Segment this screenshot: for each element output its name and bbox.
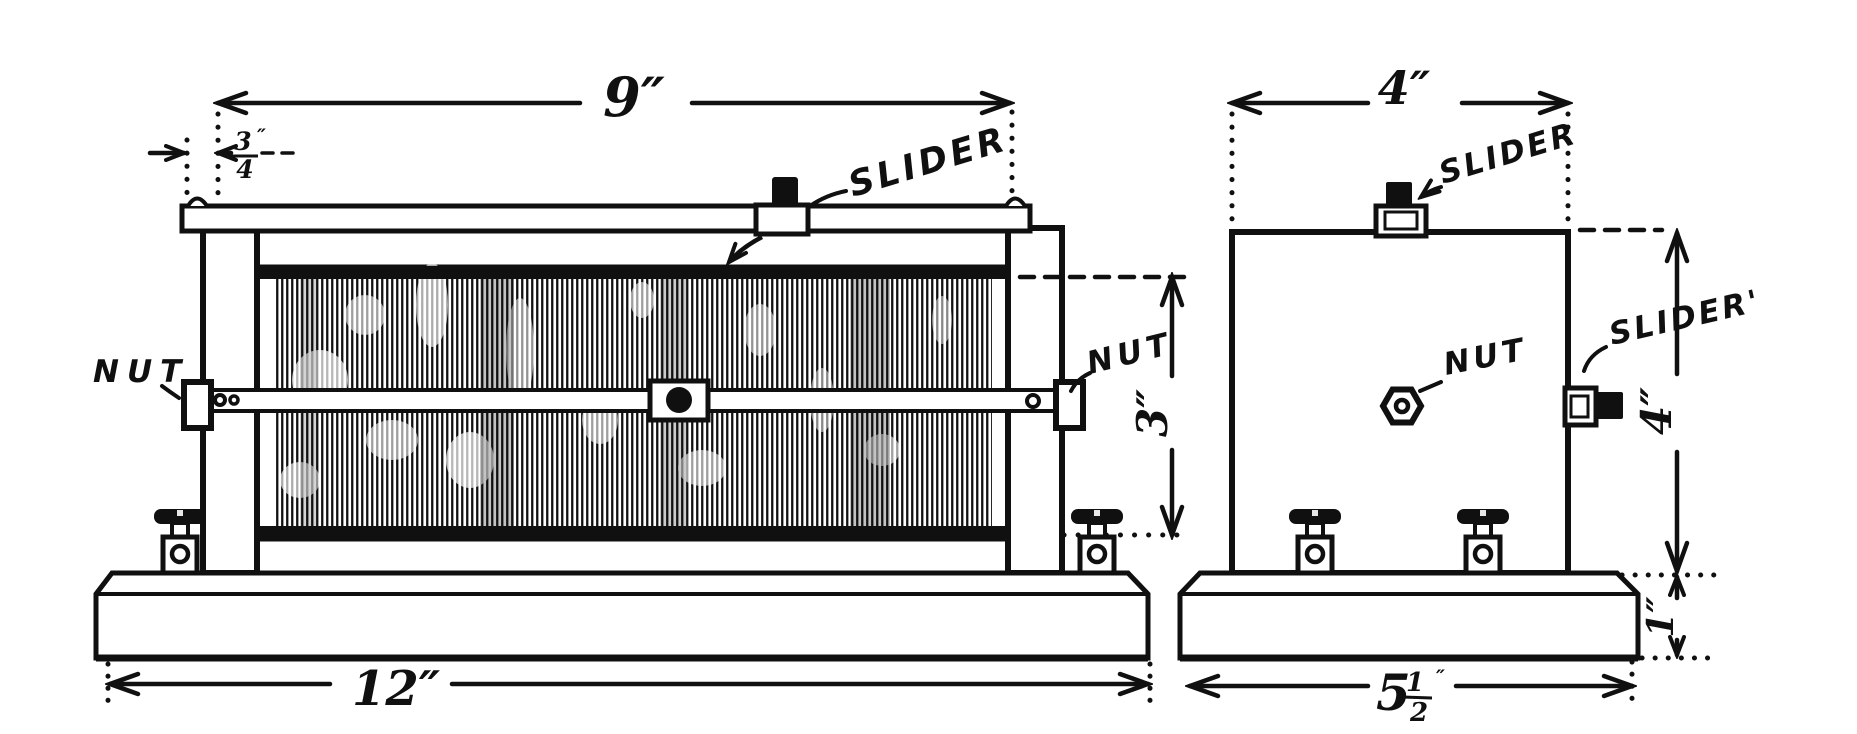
dim-3-4in-numerator: 3 <box>234 127 251 156</box>
dim-4in-top-label: 4″ <box>1378 61 1431 115</box>
dim-3in-label: 3″ <box>1128 389 1177 437</box>
edge-slider-shoe-detail <box>1569 394 1590 419</box>
side-view <box>1177 182 1641 662</box>
side-edge-slider <box>1562 385 1623 428</box>
rail-screw-right <box>1004 196 1027 208</box>
front-nut-left-leader <box>160 384 181 400</box>
top-slider-shoe-detail <box>1383 210 1419 231</box>
front-nut-right-label: NUT <box>1083 326 1176 382</box>
coil-top-edge <box>258 266 1010 279</box>
dim-9in-label: 9″ <box>603 65 665 129</box>
right-rod-nut <box>1053 379 1086 431</box>
side-hex-nut <box>1379 386 1425 426</box>
dim-1in-label: 1″ <box>1640 596 1682 637</box>
leader-lines <box>160 187 1608 400</box>
binding-post-front-left <box>154 509 206 573</box>
slider-shoe <box>753 202 811 237</box>
front-nut-right-leader <box>1069 371 1092 393</box>
dim-12in-label: 12″ <box>352 661 441 717</box>
side-edge-slider-leader <box>1582 345 1608 373</box>
side-edge-slider-label: SLIDER' <box>1606 283 1765 353</box>
side-nut-leader <box>1418 380 1443 393</box>
front-view <box>93 177 1151 662</box>
front-slider-label: SLIDER <box>844 119 1013 205</box>
slider-knob <box>772 177 798 208</box>
dim-3-4in-label: 3 4 ″ <box>229 124 266 184</box>
threaded-rod <box>181 378 1086 431</box>
dimension-lines <box>110 103 1677 686</box>
front-slider <box>753 177 811 237</box>
dim-5half-label: 5 1 2 ″ <box>1376 663 1445 728</box>
slider-rail <box>179 203 1033 234</box>
rod-center-knob <box>666 387 692 413</box>
front-slider-leader <box>808 189 848 208</box>
left-rod-nut <box>181 379 214 431</box>
dim-5half-whole: 5 <box>1376 663 1411 722</box>
binding-post-front-right <box>1071 509 1123 573</box>
dim-3-4in-unit: ″ <box>257 124 266 148</box>
dim-3-4in-denominator: 4 <box>236 155 253 184</box>
binding-post-side-right <box>1457 509 1509 573</box>
front-nut-left-label: NUT <box>93 354 189 390</box>
front-base <box>93 570 1151 662</box>
coil-winding <box>256 263 1012 542</box>
dim-5half-numerator: 1 <box>1406 668 1424 698</box>
edge-slider-knob <box>1596 392 1623 419</box>
dim-5half-denominator: 2 <box>1409 698 1428 728</box>
side-top-slider-leader <box>1421 187 1443 197</box>
top-slider-knob <box>1386 182 1412 210</box>
slider-contact-arrow <box>729 235 764 262</box>
winding-texture-light <box>280 263 952 498</box>
rail-screw-left <box>186 196 209 208</box>
dim-5half-unit: ″ <box>1436 665 1445 689</box>
side-top-slider-label: SLIDER <box>1435 116 1582 192</box>
coil-bottom-edge <box>258 526 1010 540</box>
side-top-slider <box>1373 182 1429 239</box>
binding-post-side-left <box>1289 509 1341 573</box>
side-base <box>1177 570 1641 662</box>
dim-4in-vert-label: 4″ <box>1632 387 1681 435</box>
